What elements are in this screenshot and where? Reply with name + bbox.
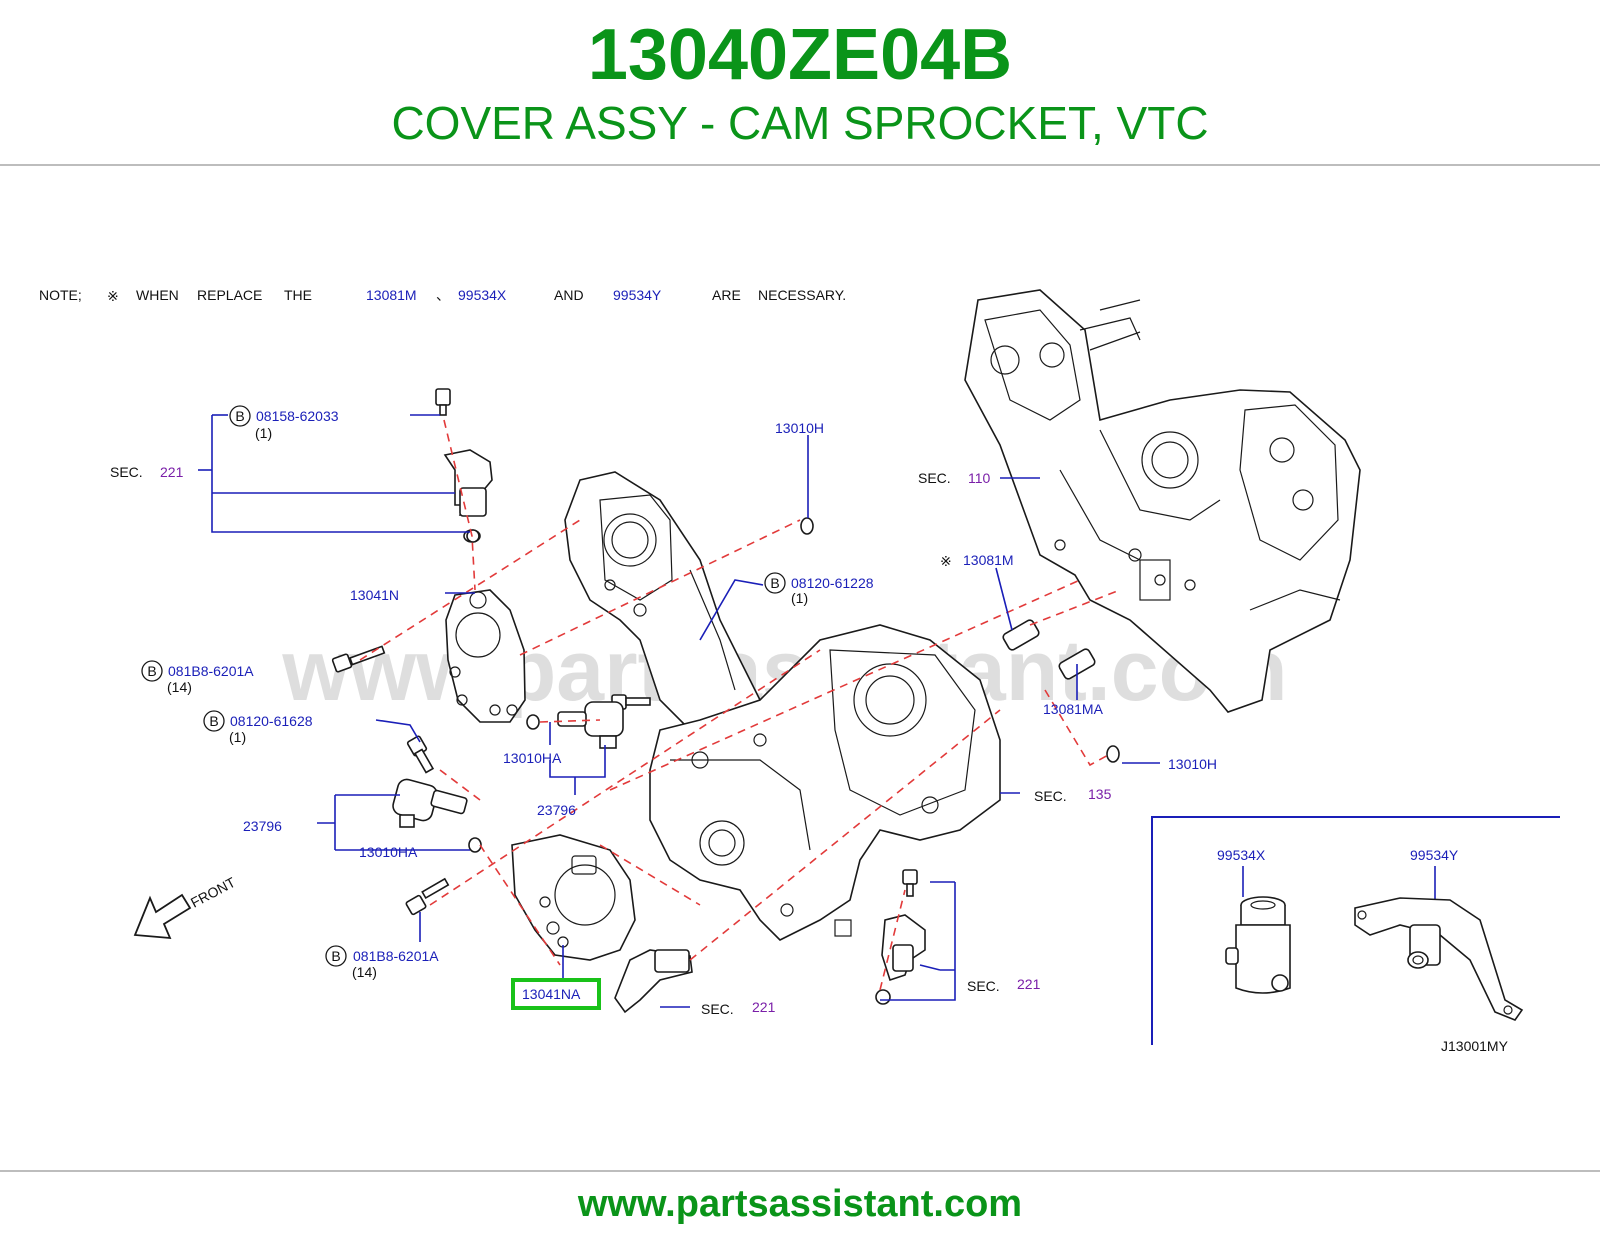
- vtc-cover-13041NA-drawing: [511, 834, 636, 961]
- note-part-99534X[interactable]: 99534X: [458, 287, 507, 303]
- sec-label: SEC.: [1034, 788, 1067, 804]
- qty-08120-61628: (1): [229, 729, 246, 745]
- qty-081B8-6201A-lower: (14): [352, 964, 377, 980]
- inset-border: [1151, 816, 1560, 1045]
- callout-13010H-top[interactable]: 13010H: [775, 420, 824, 436]
- callout-13041NA[interactable]: 13041NA: [522, 986, 581, 1002]
- callout-081B8-6201A-lower[interactable]: 081B8-6201A: [353, 948, 439, 964]
- o-ring-drawings: [466, 517, 1120, 853]
- page-title: 13040ZE04B: [587, 15, 1013, 95]
- note-word: NECESSARY.: [758, 287, 846, 303]
- note-part-13081M[interactable]: 13081M: [366, 287, 417, 303]
- qty-08120-61228: (1): [791, 590, 808, 606]
- bolt-b4-circle: [203, 710, 225, 732]
- callout-13010HA-mid[interactable]: 13010HA: [503, 750, 562, 766]
- front-arrow-icon: [133, 893, 192, 940]
- qty-081B8-6201A-upper: (14): [167, 679, 192, 695]
- header-divider: [0, 164, 1600, 166]
- bolt-b3-circle: [141, 660, 163, 682]
- page-subtitle: COVER ASSY - CAM SPROCKET, VTC: [391, 97, 1209, 149]
- sec-label: SEC.: [701, 1001, 734, 1017]
- crank-sensor-drawing: [614, 949, 693, 1014]
- highlight-box-13041NA: [511, 978, 601, 1010]
- bolt-b5-circle: [325, 945, 347, 967]
- callout-sec-221-bottom[interactable]: 221: [752, 999, 776, 1015]
- note-word: REPLACE: [197, 287, 262, 303]
- footer-url[interactable]: www.partsassistant.com: [577, 1183, 1023, 1225]
- callout-08158-62033[interactable]: 08158-62033: [256, 408, 339, 424]
- bolt-b4-mark: B: [209, 713, 218, 729]
- note-symbol: ※: [107, 288, 119, 304]
- cam-sensor-right-drawing: [875, 914, 926, 1005]
- vtc-cover-13041N-drawing: [445, 589, 526, 723]
- note-word: ARE: [712, 287, 741, 303]
- part-99534X-drawing: [1225, 896, 1291, 994]
- callout-sec-221-top[interactable]: 221: [160, 464, 184, 480]
- bolt-b3-mark: B: [147, 663, 156, 679]
- callout-23796-left[interactable]: 23796: [243, 818, 282, 834]
- note-part-99534Y[interactable]: 99534Y: [613, 287, 662, 303]
- bolt-b1-circle: [229, 405, 251, 427]
- callout-23796-mid[interactable]: 23796: [537, 802, 576, 818]
- callout-leaders: [198, 414, 1160, 1008]
- callout-13010H-right[interactable]: 13010H: [1168, 756, 1217, 772]
- inset-callout-99534Y[interactable]: 99534Y: [1410, 847, 1459, 863]
- assembly-dash-lines: [359, 419, 1121, 991]
- callout-13081MA[interactable]: 13081MA: [1043, 701, 1104, 717]
- bolt-b2-circle: [764, 572, 786, 594]
- inset-panel: 99534X 99534Y J13001MY: [1151, 816, 1560, 1054]
- note-word: THE: [284, 287, 312, 303]
- chain-case-drawing: [649, 624, 1001, 941]
- qty-08158-62033: (1): [255, 425, 272, 441]
- note-separator: 、: [436, 287, 450, 303]
- callout-13041N[interactable]: 13041N: [350, 587, 399, 603]
- callout-081B8-6201A-upper[interactable]: 081B8-6201A: [168, 663, 254, 679]
- callout-sec-110[interactable]: 110: [968, 470, 991, 486]
- bolt-b2-mark: B: [770, 575, 779, 591]
- note-prefix: NOTE;: [39, 287, 82, 303]
- part-99534Y-drawing: [1354, 897, 1524, 1021]
- bolt-b5-mark: B: [331, 948, 340, 964]
- callout-13010HA-left[interactable]: 13010HA: [359, 844, 418, 860]
- inset-callout-99534X[interactable]: 99534X: [1217, 847, 1266, 863]
- sec-label: SEC.: [918, 470, 951, 486]
- vtc-solenoid-drawings: [392, 701, 624, 828]
- callout-08120-61628[interactable]: 08120-61628: [230, 713, 313, 729]
- bolt-b1-mark: B: [235, 408, 244, 424]
- cam-sensor-drawing: [435, 388, 493, 543]
- callout-sec-135[interactable]: 135: [1088, 786, 1112, 802]
- note-word: WHEN: [136, 287, 179, 303]
- sec-label: SEC.: [110, 464, 143, 480]
- footer-divider: [0, 1170, 1600, 1172]
- note-word: AND: [554, 287, 584, 303]
- engine-block-drawing: [964, 289, 1361, 713]
- note-mark-13081M: ※: [940, 553, 952, 569]
- note-line: NOTE; ※ WHEN REPLACE THE 13081M 、 99534X…: [39, 287, 846, 304]
- callout-labels: B 08158-62033 (1) SEC. 221 13010H SEC. 1…: [110, 405, 1217, 1017]
- diagram-ref-code: J13001MY: [1441, 1038, 1509, 1054]
- callout-sec-221-right[interactable]: 221: [1017, 976, 1041, 992]
- callout-08120-61228[interactable]: 08120-61228: [791, 575, 874, 591]
- sec-label: SEC.: [967, 978, 1000, 994]
- callout-13081M[interactable]: 13081M: [963, 552, 1014, 568]
- front-label: FRONT: [188, 874, 238, 911]
- front-direction-indicator: FRONT: [133, 874, 238, 940]
